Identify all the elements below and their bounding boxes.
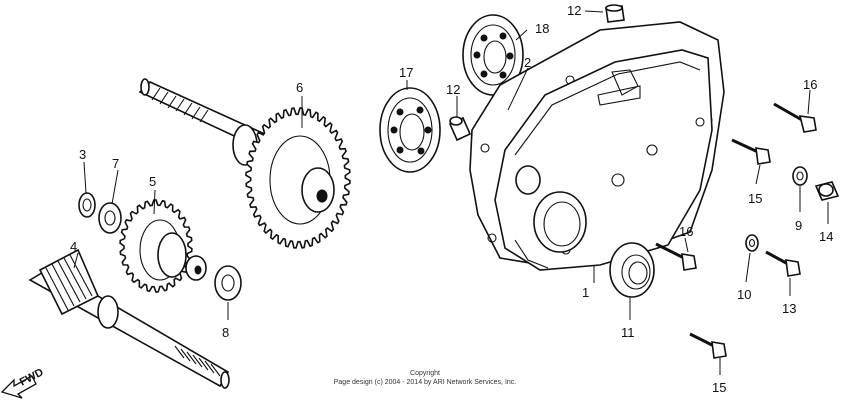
part-10-washer [745,234,759,252]
part-9-washer [792,166,808,186]
part-15-bolt [731,138,771,165]
callout-16-lower: 16 [679,224,693,239]
callout-9: 9 [795,218,802,233]
part-5-counter-gear [119,199,207,293]
callout-12-pin-upper: 12 [567,3,581,18]
callout-5: 5 [149,174,156,189]
callout-12-pin-lower: 12 [446,82,460,97]
callout-16-upper: 16 [803,77,817,92]
part-17-bearing [379,87,441,173]
part-16-bolt [773,102,817,133]
part-15-bolt [689,332,727,359]
callout-11: 11 [621,325,635,340]
callout-14: 14 [819,229,833,244]
part-6-drive-gear-shaft [138,78,351,249]
callout-6: 6 [296,80,303,95]
part-7-washer [98,202,122,234]
callout-7: 7 [112,156,119,171]
part-11-oil-seal [609,242,655,298]
callout-4: 4 [70,239,77,254]
part-13-bolt [765,250,801,277]
callout-10: 10 [737,287,751,302]
part-1-transmission-cover [494,49,713,271]
forward-arrow-icon [0,375,37,399]
callout-1: 1 [582,285,589,300]
callout-17: 17 [399,65,413,80]
part-4-final-shaft [28,248,230,389]
leader-lines [73,10,829,375]
copyright-line-1: Copyright [410,370,440,377]
callout-2: 2 [524,55,531,70]
part-12-dowel-pin [448,116,472,142]
part-14-bolt [814,181,840,201]
part-18-bearing [462,14,524,96]
callout-15-upper: 15 [748,191,762,206]
part-16-bolt [655,242,697,271]
part-3-washer [78,192,96,218]
callout-3: 3 [79,147,86,162]
callout-labels: 1 2 3 4 5 6 7 8 9 10 11 12 12 13 14 15 1… [70,3,833,395]
forward-direction-indicator: FWD [0,366,46,399]
callout-13: 13 [782,301,796,316]
callout-18: 18 [535,21,549,36]
callout-8: 8 [222,325,229,340]
callout-15-lower: 15 [712,380,726,395]
part-8-washer [214,265,242,301]
part-12-dowel-pin [605,4,625,23]
copyright-line-2: Page design (c) 2004 - 2014 by ARI Netwo… [334,379,517,386]
copyright-notice: Copyright Page design (c) 2004 - 2014 by… [334,370,517,386]
